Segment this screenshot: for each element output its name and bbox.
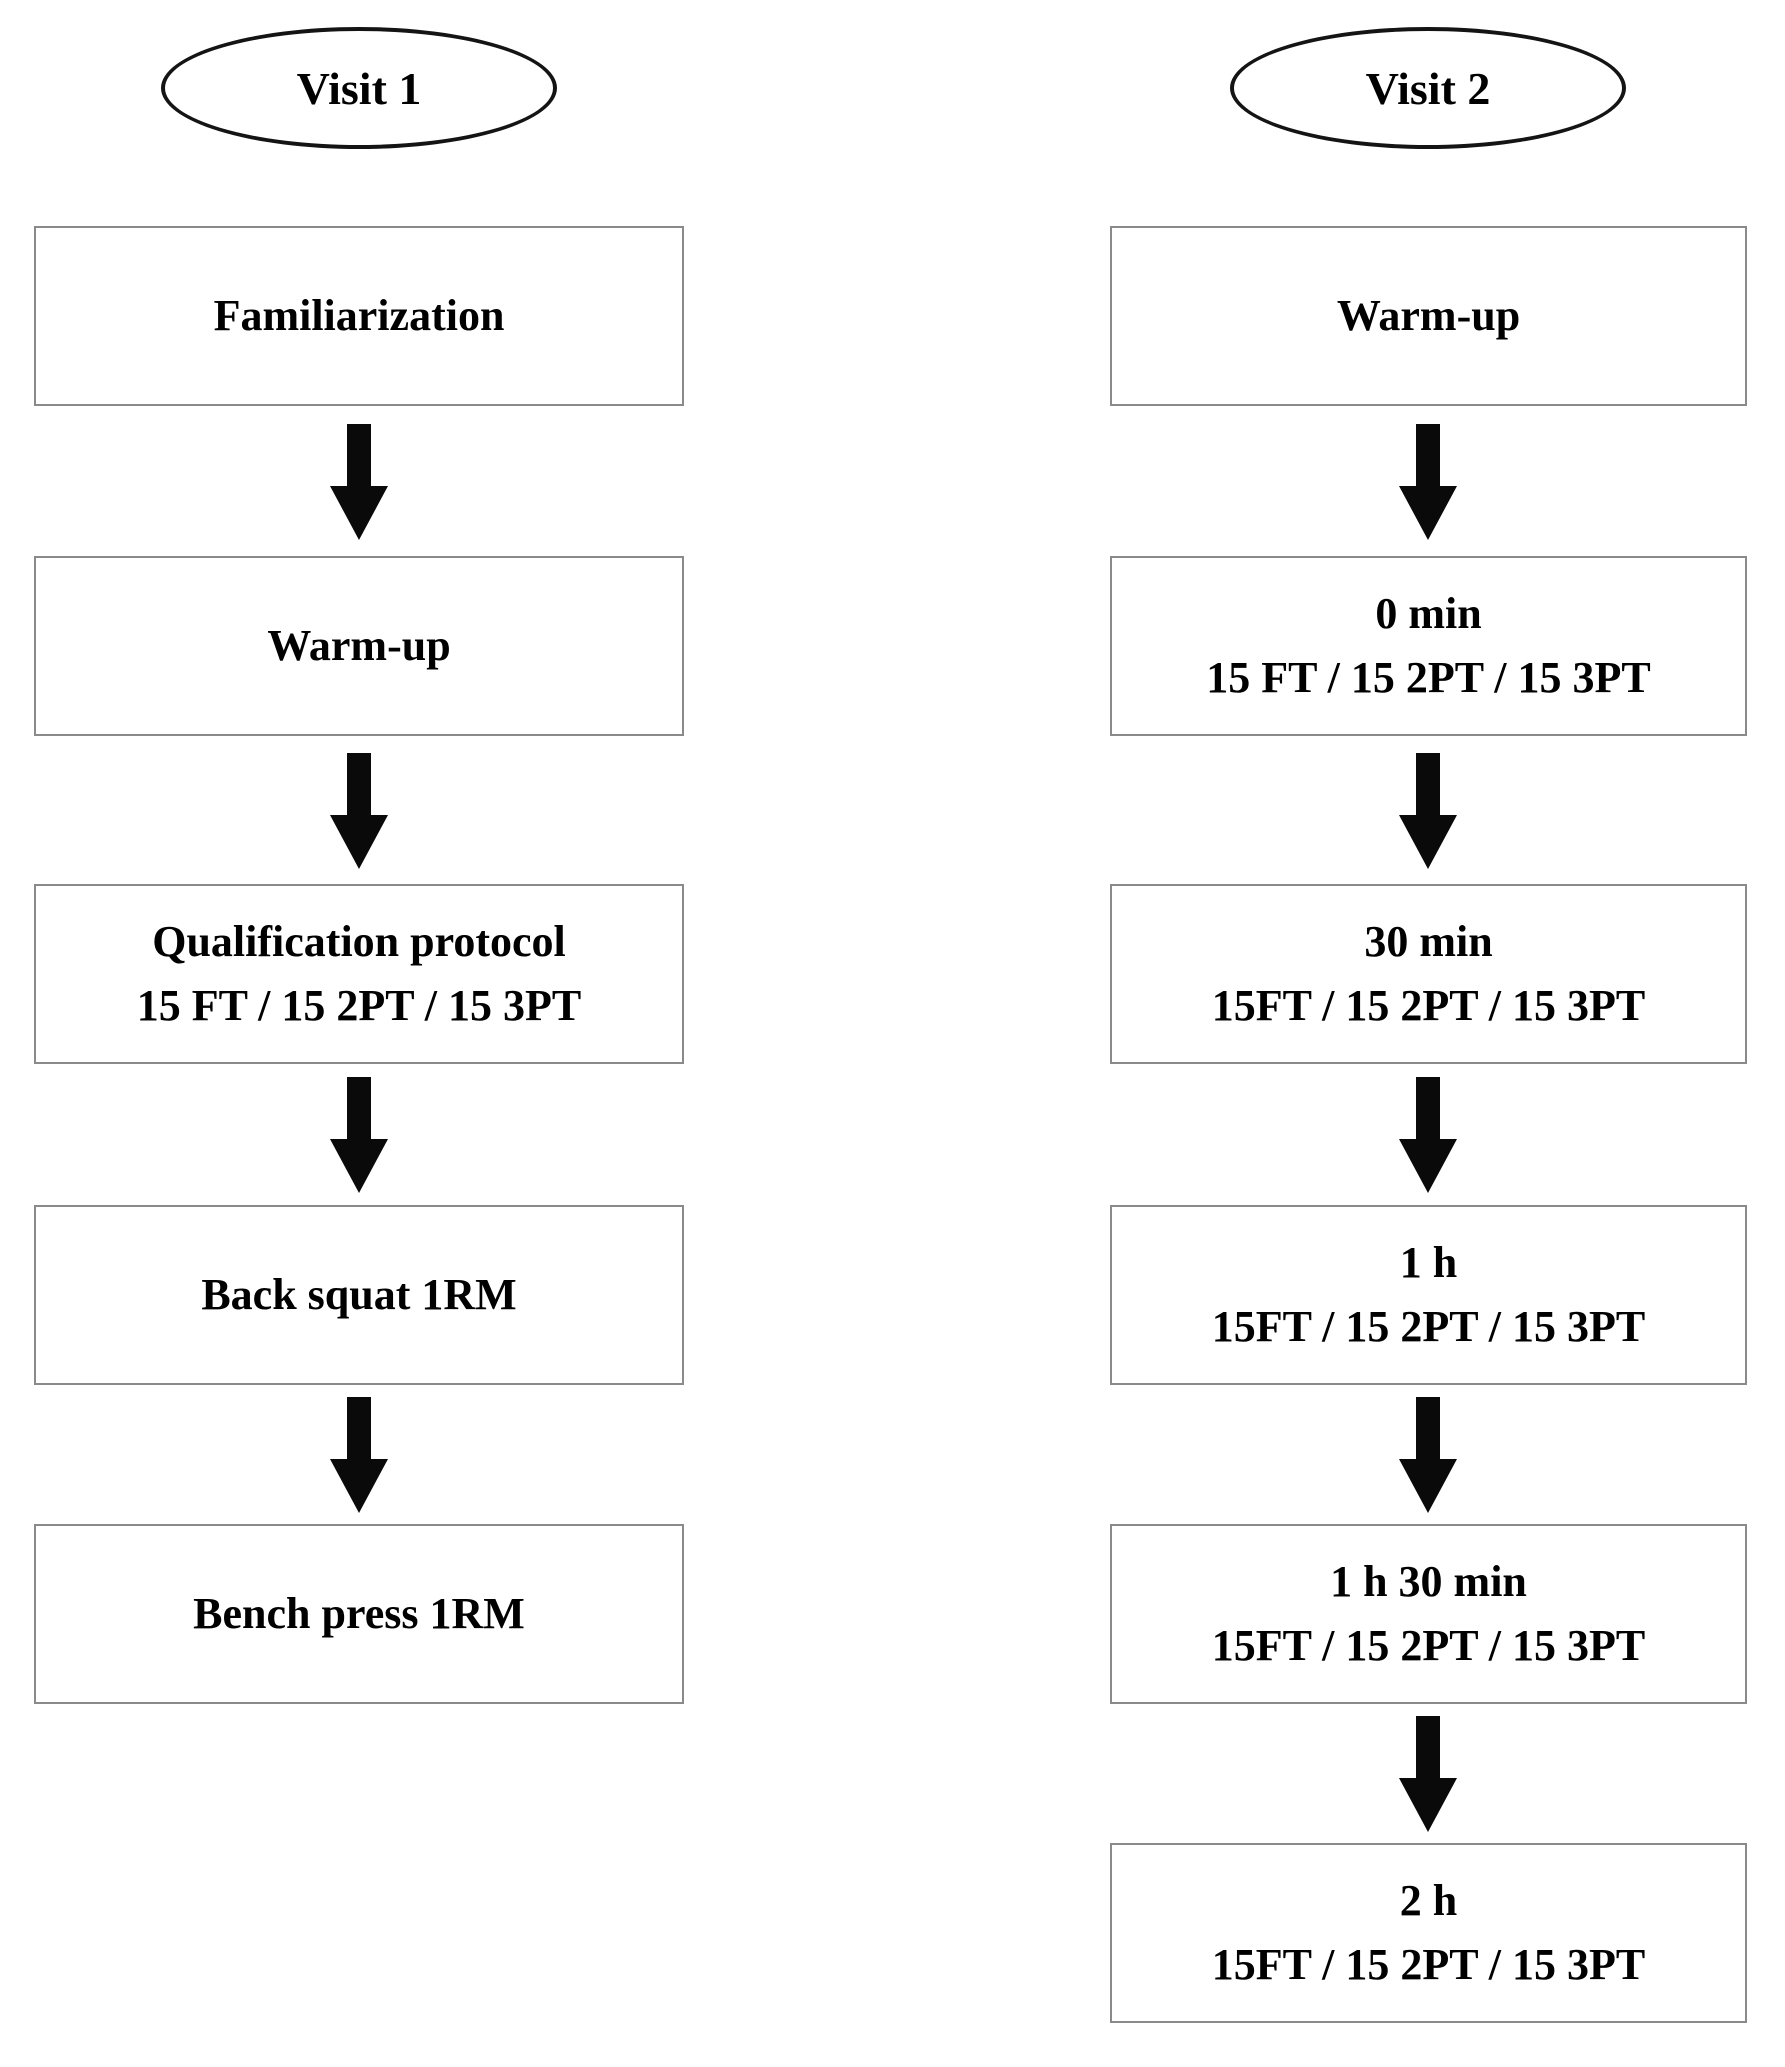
down-arrow-icon bbox=[1399, 1397, 1457, 1513]
arrow-head bbox=[330, 1459, 388, 1513]
step-line: 30 min bbox=[1364, 917, 1493, 966]
step-line: Qualification protocol bbox=[152, 917, 566, 966]
step-line: 2 h bbox=[1399, 1876, 1458, 1925]
bench-press-box: Bench press 1RM bbox=[34, 1524, 684, 1704]
t1-h-box: 1 h 15FT / 15 2PT / 15 3PT bbox=[1110, 1205, 1747, 1385]
arrow-shaft bbox=[1416, 1077, 1440, 1139]
arrow-head bbox=[1399, 486, 1457, 540]
arrow-head bbox=[1399, 1459, 1457, 1513]
arrow-shaft bbox=[1416, 1397, 1440, 1459]
down-arrow-icon bbox=[330, 1397, 388, 1513]
arrow-shaft bbox=[347, 1077, 371, 1139]
arrow-shaft bbox=[1416, 753, 1440, 815]
step-line: 1 h bbox=[1399, 1238, 1458, 1287]
arrow-shaft bbox=[347, 1397, 371, 1459]
step-line: 15 FT / 15 2PT / 15 3PT bbox=[136, 981, 582, 1030]
back-squat-box: Back squat 1RM bbox=[34, 1205, 684, 1385]
step-line: Warm-up bbox=[1336, 291, 1521, 340]
arrow-head bbox=[330, 1139, 388, 1193]
down-arrow-icon bbox=[1399, 1077, 1457, 1193]
down-arrow-icon bbox=[330, 424, 388, 540]
arrow-shaft bbox=[347, 753, 371, 815]
step-line: 0 min bbox=[1375, 589, 1482, 638]
down-arrow-icon bbox=[1399, 1716, 1457, 1832]
step-line: 15FT / 15 2PT / 15 3PT bbox=[1211, 1940, 1646, 1989]
visit-1-label: Visit 1 bbox=[296, 62, 422, 114]
down-arrow-icon bbox=[330, 1077, 388, 1193]
step-line: Familiarization bbox=[213, 291, 505, 340]
visit-2-label: Visit 2 bbox=[1365, 62, 1491, 114]
arrow-shaft bbox=[1416, 1716, 1440, 1778]
t2-h-box: 2 h 15FT / 15 2PT / 15 3PT bbox=[1110, 1843, 1747, 2023]
down-arrow-icon bbox=[1399, 424, 1457, 540]
arrow-head bbox=[1399, 1139, 1457, 1193]
arrow-head bbox=[330, 486, 388, 540]
qualification-protocol-box: Qualification protocol 15 FT / 15 2PT / … bbox=[34, 884, 684, 1064]
step-line: 15FT / 15 2PT / 15 3PT bbox=[1211, 1302, 1646, 1351]
arrow-head bbox=[330, 815, 388, 869]
t1-h-30-min-box: 1 h 30 min 15FT / 15 2PT / 15 3PT bbox=[1110, 1524, 1747, 1704]
arrow-shaft bbox=[347, 424, 371, 486]
arrow-shaft bbox=[1416, 424, 1440, 486]
visit-1-ellipse: Visit 1 bbox=[161, 27, 557, 149]
arrow-head bbox=[1399, 1778, 1457, 1832]
down-arrow-icon bbox=[330, 753, 388, 869]
down-arrow-icon bbox=[1399, 753, 1457, 869]
step-line: Back squat 1RM bbox=[201, 1270, 517, 1319]
familiarization-box: Familiarization bbox=[34, 226, 684, 406]
arrow-head bbox=[1399, 815, 1457, 869]
warmup-box-visit1: Warm-up bbox=[34, 556, 684, 736]
step-line: Bench press 1RM bbox=[193, 1589, 525, 1638]
step-line: 15FT / 15 2PT / 15 3PT bbox=[1211, 1621, 1646, 1670]
t30-min-box: 30 min 15FT / 15 2PT / 15 3PT bbox=[1110, 884, 1747, 1064]
step-line: Warm-up bbox=[267, 621, 451, 670]
visit-2-ellipse: Visit 2 bbox=[1230, 27, 1626, 149]
warmup-box-visit2: Warm-up bbox=[1110, 226, 1747, 406]
step-line: 15 FT / 15 2PT / 15 3PT bbox=[1206, 653, 1651, 702]
t0-min-box: 0 min 15 FT / 15 2PT / 15 3PT bbox=[1110, 556, 1747, 736]
step-line: 1 h 30 min bbox=[1330, 1557, 1527, 1606]
step-line: 15FT / 15 2PT / 15 3PT bbox=[1211, 981, 1646, 1030]
